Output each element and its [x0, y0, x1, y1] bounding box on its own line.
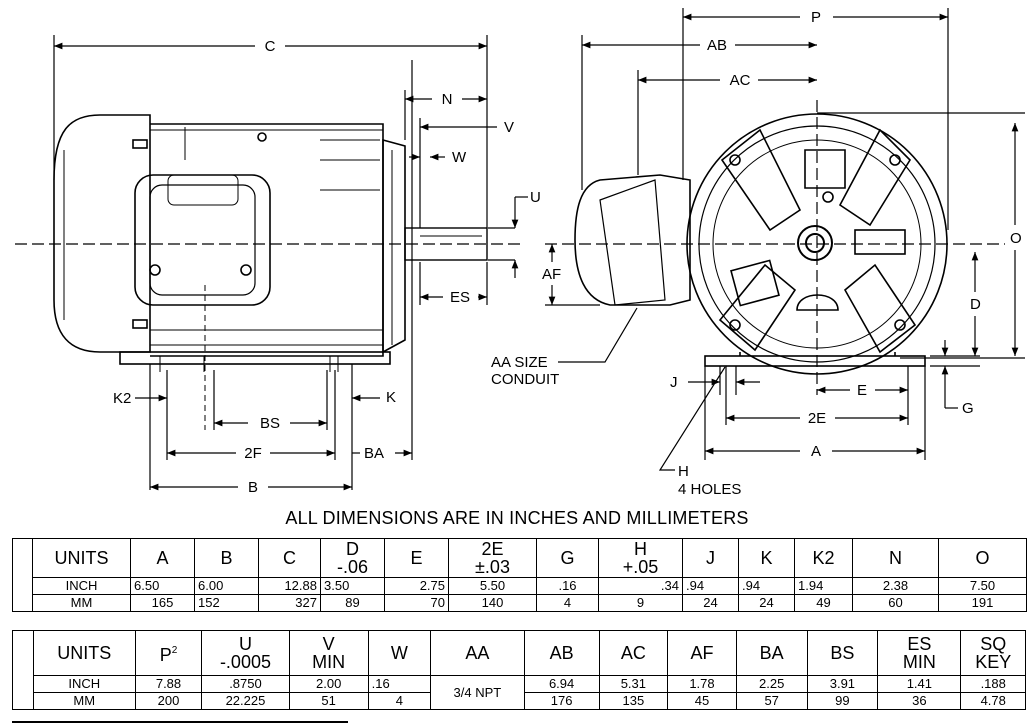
aa-value: 3/4 NPT	[430, 675, 525, 710]
dim-af-label: AF	[542, 266, 561, 283]
dim-ac-label: AC	[730, 72, 751, 89]
table1-mm-row: MM 165 152 327 89 70 140 4 9 24 24 49 60…	[13, 594, 1027, 612]
dim-2f-label: 2F	[244, 445, 262, 462]
h-callout-line2: 4 HOLES	[678, 481, 741, 498]
dim-2e-label: 2E	[808, 410, 826, 427]
col-e: E	[384, 538, 449, 578]
conduit-box-side	[574, 174, 691, 306]
col-p: P2	[134, 630, 203, 676]
dim-n-label: N	[442, 91, 453, 108]
col-h: H+.05	[598, 538, 683, 578]
dim-a-label: A	[811, 443, 821, 460]
table1-header-row: UNITS A B C D-.06 E 2E±.03 G H+.05 J K K…	[12, 538, 1027, 612]
col-d: D-.06	[320, 538, 385, 578]
dim-b-label: B	[248, 479, 258, 496]
dimensions-note: ALL DIMENSIONS ARE IN INCHES AND MILLIME…	[285, 508, 749, 528]
col-a: A	[130, 538, 195, 578]
end-bracket	[382, 138, 406, 354]
col-units: UNITS	[32, 538, 131, 578]
col-u: U-.0005	[201, 630, 290, 676]
shaft	[404, 227, 488, 261]
table2-mm-row: MM 200 22.225 51 4 176 135 45 57 99 36 4…	[13, 692, 1026, 710]
footer-rule	[12, 721, 348, 723]
side-view	[53, 114, 488, 372]
dim-ba-label: BA	[364, 445, 384, 462]
dimension-table-1: UNITS A B C D-.06 E 2E±.03 G H+.05 J K K…	[12, 538, 1027, 612]
dim-j-label: J	[670, 374, 678, 391]
dim-w-label: W	[452, 149, 467, 166]
table1-inch-row: INCH 6.50 6.00 12.88 3.50 2.75 5.50 .16 …	[13, 577, 1027, 595]
col-w: W	[367, 630, 432, 676]
col-bs: BS	[806, 630, 879, 676]
col-o: O	[938, 538, 1027, 578]
dim-k-label: K	[386, 389, 396, 406]
dim-ab-label: AB	[707, 37, 727, 54]
col-ac: AC	[598, 630, 669, 676]
dim-p-label: P	[811, 9, 821, 26]
end-feet	[704, 355, 926, 367]
dim-o-label: O	[1010, 230, 1022, 247]
dim-g-label: G	[962, 400, 974, 417]
dim-c-label: C	[265, 38, 276, 55]
dim-v-label: V	[504, 119, 514, 136]
col-aa: AA	[430, 630, 525, 676]
mounting-feet	[119, 351, 391, 365]
dim-d-label: D	[970, 296, 981, 313]
col-k2: K2	[794, 538, 853, 578]
col-af: AF	[667, 630, 737, 676]
col-n: N	[852, 538, 939, 578]
table2-inch-row: INCH 7.88 .8750 2.00 .16 3/4 NPT 6.94 5.…	[13, 675, 1026, 710]
dim-es-label: ES	[450, 289, 470, 306]
col-ba: BA	[735, 630, 808, 676]
shaft-end	[797, 225, 833, 261]
col-k: K	[738, 538, 795, 578]
aa-callout-line1: AA SIZE	[491, 354, 548, 371]
dim-bs-label: BS	[260, 415, 280, 432]
dim-u-label: U	[530, 189, 541, 206]
col-b: B	[194, 538, 259, 578]
dim-k2-label: K2	[113, 390, 131, 407]
col-g: G	[536, 538, 599, 578]
conduit-box	[134, 174, 271, 306]
motor-dimension-drawing: C N V W U ES K2 BS K 2F BA B P AB AC O A…	[15, 8, 1025, 498]
col-units-2: UNITS	[32, 630, 136, 676]
col-2e: 2E±.03	[448, 538, 537, 578]
col-c: C	[258, 538, 321, 578]
dim-e-label: E	[857, 382, 867, 399]
col-j: J	[682, 538, 739, 578]
h-callout-line1: H	[678, 463, 689, 480]
aa-callout-line2: CONDUIT	[491, 371, 559, 388]
col-ab: AB	[523, 630, 600, 676]
